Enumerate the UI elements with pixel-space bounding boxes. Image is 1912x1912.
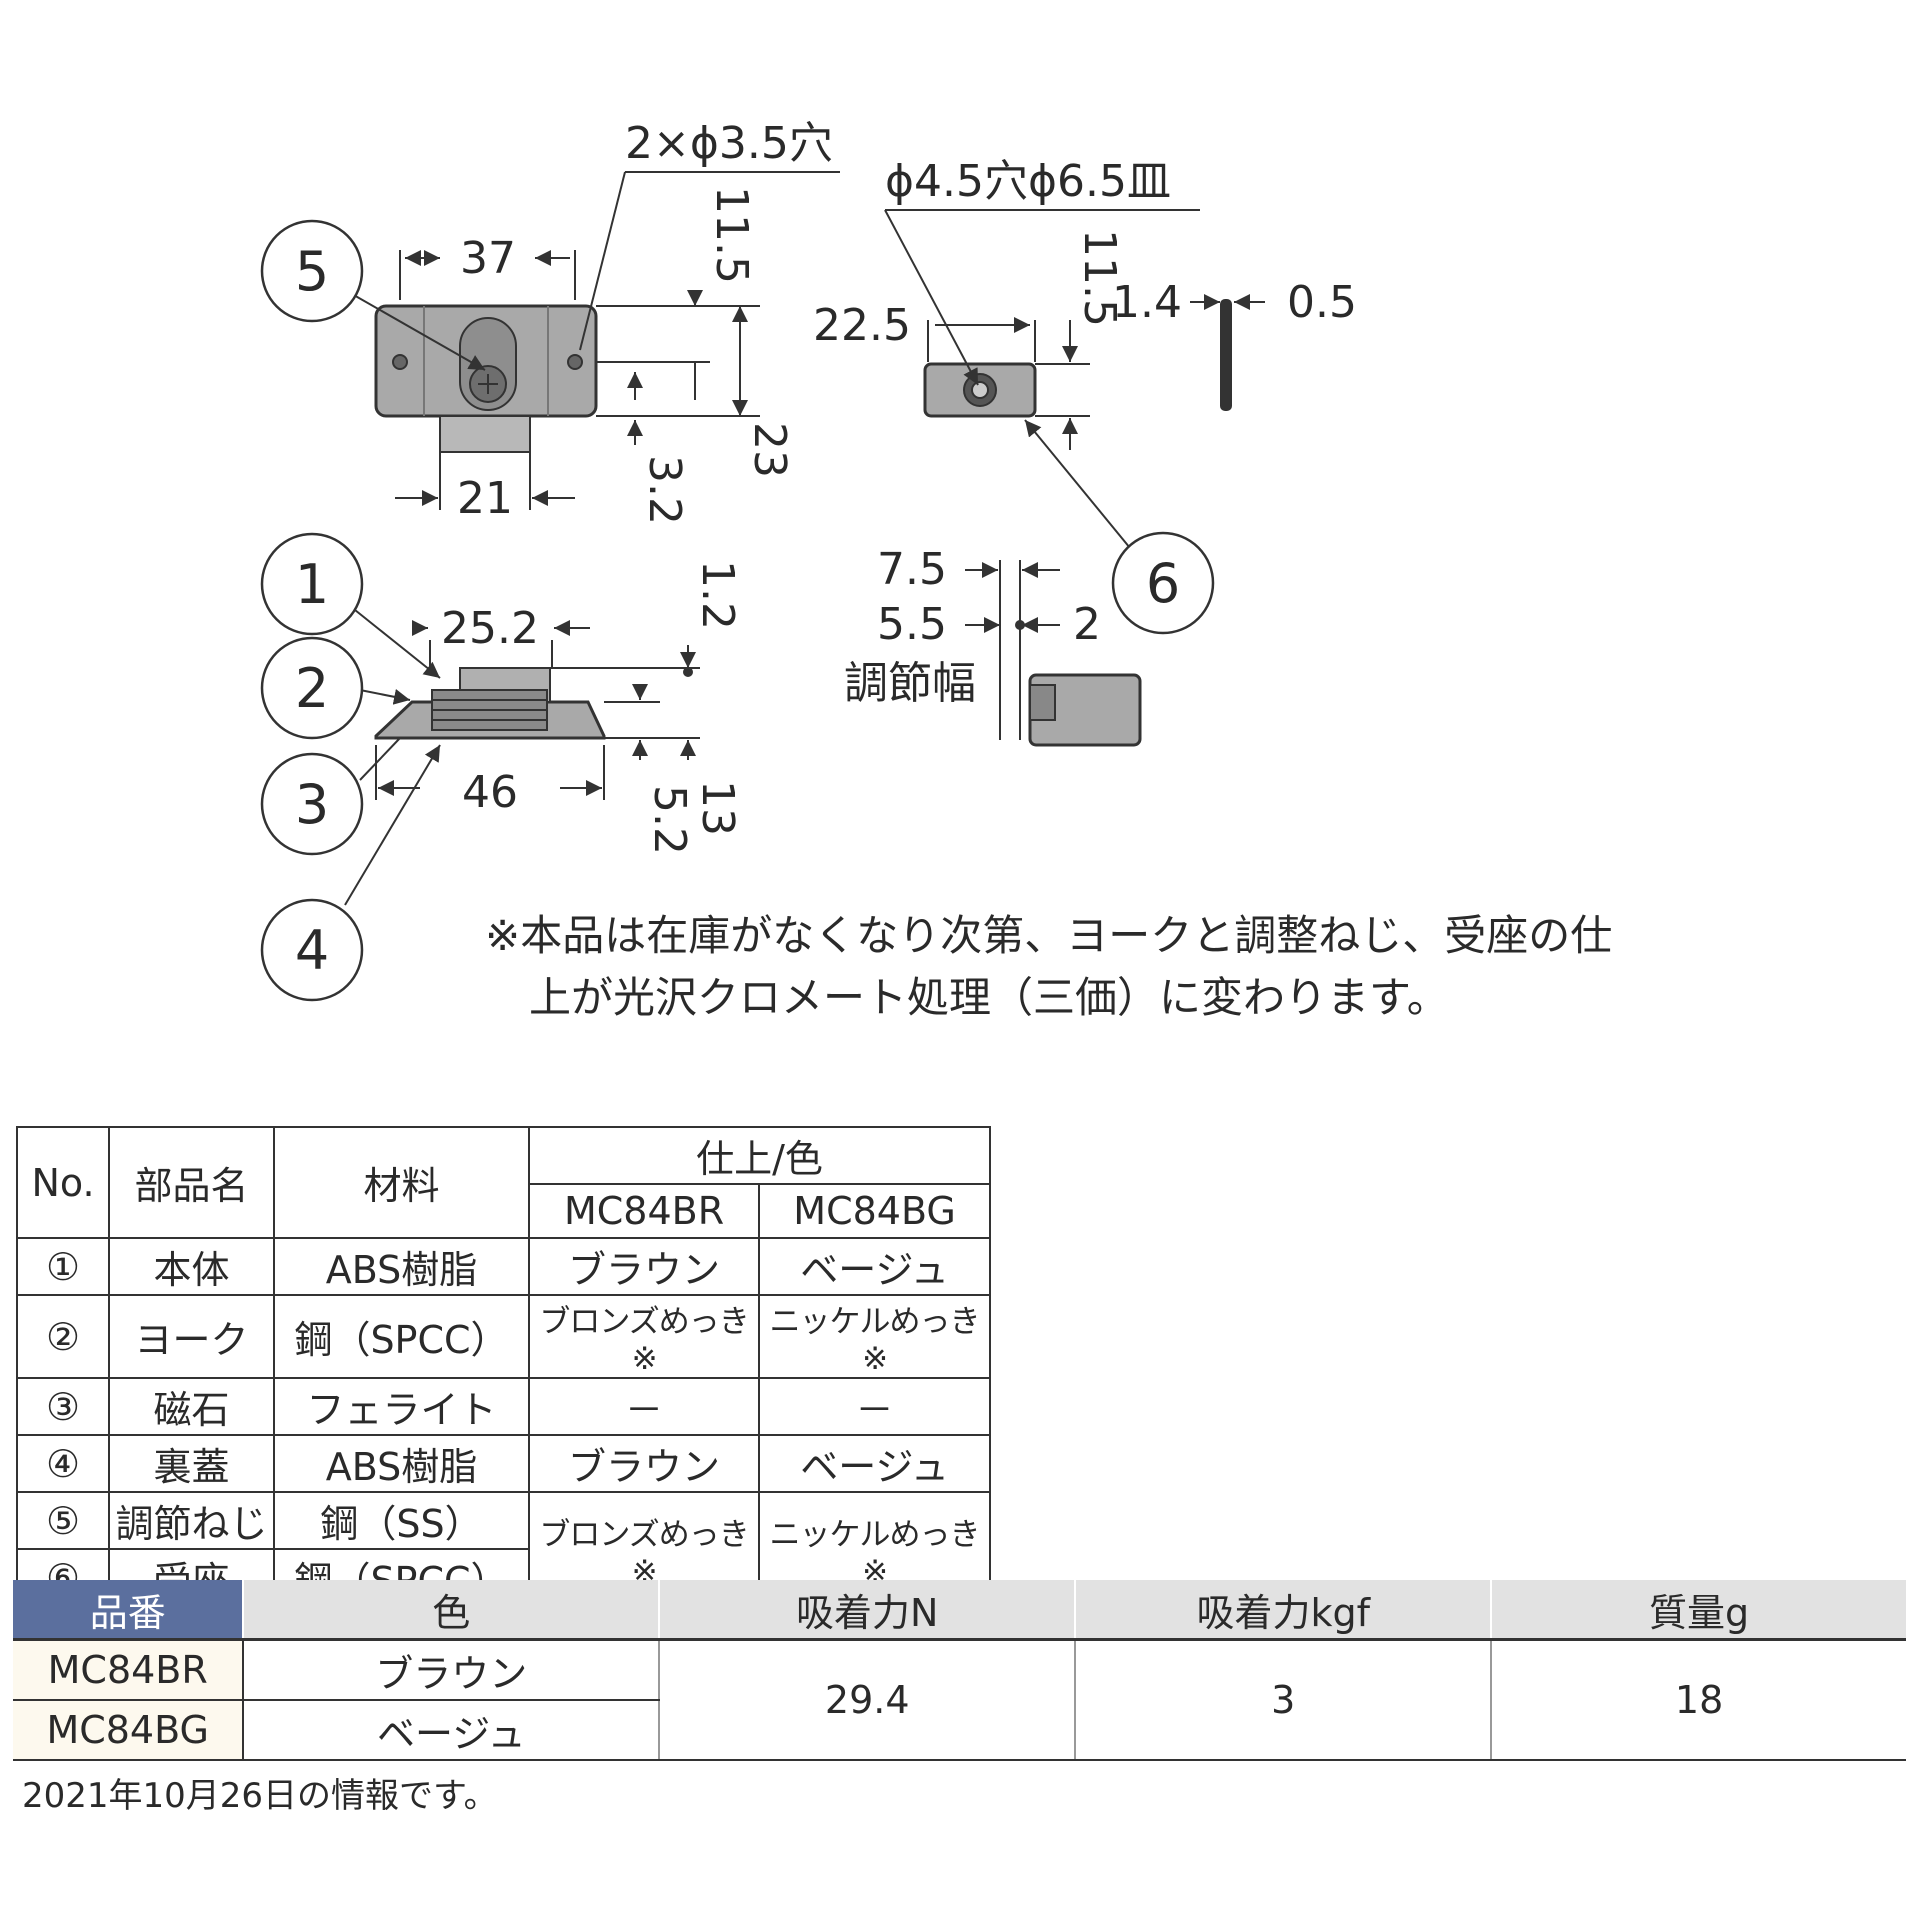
col-no: No. bbox=[16, 1126, 110, 1239]
callout-label: 5 bbox=[295, 240, 329, 303]
svg-text:13: 13 bbox=[692, 780, 743, 836]
mass-value: 18 bbox=[1491, 1638, 1906, 1761]
col-model: 品番 bbox=[13, 1580, 245, 1641]
svg-text:2: 2 bbox=[1073, 599, 1101, 650]
col-force-n: 吸着力N bbox=[659, 1580, 1077, 1641]
force-n-value: 29.4 bbox=[659, 1638, 1077, 1761]
callout-5 bbox=[260, 219, 364, 323]
svg-text:21: 21 bbox=[457, 473, 513, 524]
note-line-1: ※本品は在庫がなくなり次第、ヨークと調整ねじ、受座の仕 bbox=[485, 911, 1613, 960]
svg-text:23: 23 bbox=[744, 422, 795, 478]
svg-text:25.2: 25.2 bbox=[441, 603, 539, 654]
svg-text:2: 2 bbox=[295, 657, 329, 720]
col-mass: 質量g bbox=[1491, 1580, 1906, 1641]
svg-text:7.5: 7.5 bbox=[877, 544, 947, 595]
table-row: ② ヨーク 鋼（SPCC） ブロンズめっき※ ニッケルめっき※ bbox=[16, 1294, 991, 1379]
svg-text:6: 6 bbox=[1146, 552, 1180, 615]
col-force-kgf: 吸着力kgf bbox=[1075, 1580, 1493, 1641]
svg-text:1.4: 1.4 bbox=[1112, 277, 1182, 328]
force-kgf-value: 3 bbox=[1075, 1638, 1493, 1761]
svg-text:4: 4 bbox=[295, 919, 329, 982]
table-row: MC84BG ベージュ bbox=[13, 1700, 1906, 1761]
svg-text:46: 46 bbox=[462, 767, 518, 818]
table-row: ④ 裏蓋 ABS樹脂 ブラウン ベージュ bbox=[16, 1434, 991, 1493]
col-finish: 仕上/色 bbox=[528, 1126, 991, 1185]
svg-text:3: 3 bbox=[295, 773, 329, 836]
dim-hole-1: ϕ4.5穴ϕ6.5皿 bbox=[885, 156, 1171, 207]
table-row: ⑤ 調節ねじ 鋼（SS） ブロンズめっき※ ニッケルめっき※ bbox=[16, 1491, 991, 1607]
col-material: 材料 bbox=[273, 1126, 530, 1239]
table-row: ③ 磁石 フェライト － － bbox=[16, 1377, 991, 1436]
svg-text:3.2: 3.2 bbox=[639, 455, 690, 525]
col-part-name: 部品名 bbox=[108, 1126, 275, 1239]
col-mc84br: MC84BR bbox=[527, 1183, 761, 1239]
svg-text:11.5: 11.5 bbox=[706, 186, 757, 284]
svg-text:11.5: 11.5 bbox=[1074, 229, 1125, 327]
adjust-range-label: 調節幅 bbox=[844, 658, 976, 709]
svg-text:0.5: 0.5 bbox=[1287, 277, 1357, 328]
svg-text:5.5: 5.5 bbox=[877, 599, 947, 650]
note-line-2: 上が光沢クロメート処理（三価）に変わります。 bbox=[529, 973, 1449, 1022]
svg-text:1.2: 1.2 bbox=[692, 560, 743, 630]
spec-table: 品番 色 吸着力N 吸着力kgf 質量g MC84BR ブラウン 29.4 3 … bbox=[13, 1580, 1906, 1761]
parts-table: No. 部品名 材料 仕上/色 MC84BR MC84BG ① 本体 ABS樹脂… bbox=[16, 1126, 991, 1607]
svg-text:22.5: 22.5 bbox=[813, 300, 911, 351]
table-row: MC84BR ブラウン 29.4 3 18 bbox=[13, 1638, 1906, 1761]
col-color: 色 bbox=[243, 1580, 661, 1641]
info-date: 2021年10月26日の情報です。 bbox=[22, 1776, 498, 1816]
technical-drawing: 5 1 2 3 4 6 2×ϕ3.5穴 ϕ4.5穴ϕ6.5皿 37 21 22.… bbox=[260, 118, 1357, 1002]
svg-text:1: 1 bbox=[295, 553, 329, 616]
svg-text:5.2: 5.2 bbox=[644, 785, 695, 855]
availability-note: ※本品は在庫がなくなり次第、ヨークと調整ねじ、受座の仕 上が光沢クロメート処理（… bbox=[485, 905, 1785, 1029]
svg-text:37: 37 bbox=[460, 233, 516, 284]
col-mc84bg: MC84BG bbox=[758, 1183, 991, 1239]
dim-hole-2: 2×ϕ3.5穴 bbox=[625, 118, 833, 169]
table-row: ① 本体 ABS樹脂 ブラウン ベージュ bbox=[16, 1237, 991, 1296]
